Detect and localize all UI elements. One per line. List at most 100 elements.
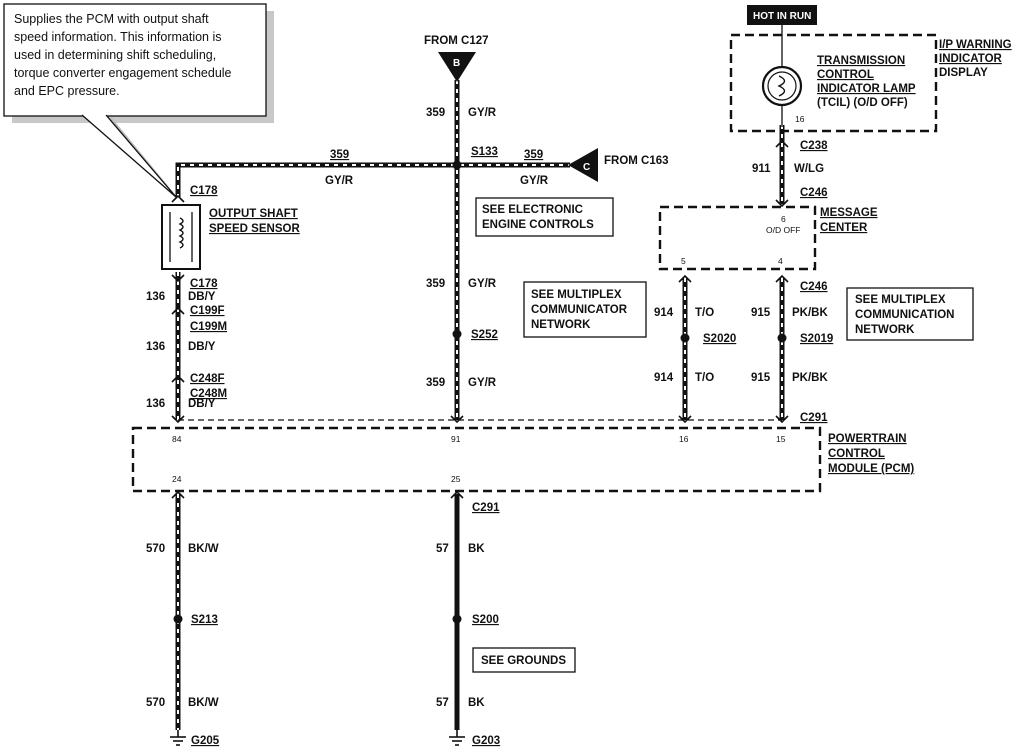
pcm-pin-25: 25 [451, 474, 461, 484]
lamp-label-1: TRANSMISSION [817, 55, 905, 67]
from-c163-marker: C [568, 148, 598, 182]
mc-pin-4: 4 [778, 256, 783, 266]
lamp-label-2: CONTROL [817, 69, 874, 81]
message-center-label-2: CENTER [820, 222, 868, 234]
callout-box: Supplies the PCM with output shaft speed… [3, 3, 274, 198]
label-c199f: C199F [190, 305, 225, 317]
wire-136-a: 136 [146, 291, 165, 303]
splice-s2019 [777, 333, 787, 343]
wire-359-horizontal [175, 162, 570, 198]
label-c248f: C248F [190, 373, 225, 385]
splice-s252 [452, 329, 462, 339]
pcm-pin-84: 84 [172, 434, 182, 444]
wire-570-a: 570 [146, 543, 165, 555]
wire-gyr-v-c: GY/R [468, 377, 497, 389]
wire-359-h-left: 359 [330, 149, 349, 161]
wire-914-b: 914 [654, 372, 674, 384]
wire-labels: 359 GY/R 359 GY/R 359 GY/R 359 GY/R 359 … [146, 107, 828, 709]
callout-line-4: torque converter engagement schedule [14, 66, 232, 80]
indicator-lamp-icon [761, 60, 803, 112]
label-s2020: S2020 [703, 333, 736, 345]
wire-359-h-right: 359 [524, 149, 543, 161]
note-multiplex-left: SEE MULTIPLEX COMMUNICATOR NETWORK [523, 281, 647, 338]
splice-s200 [452, 614, 462, 624]
wire-gyr-v-a: GY/R [468, 107, 497, 119]
wire-136-c: 136 [146, 398, 165, 410]
wire-136-b: 136 [146, 341, 165, 353]
label-c246-top: C246 [800, 187, 828, 199]
wire-570-b: 570 [146, 697, 165, 709]
connector-labels: C178 C178 C199F C199M C248F C248M S133 S… [190, 140, 833, 747]
callout-line-3: used in determining shift scheduling, [14, 48, 216, 62]
lamp-pin-16: 16 [795, 114, 805, 124]
mc-pin-text: O/D OFF [766, 225, 800, 235]
sensor-label-2: SPEED SENSOR [209, 223, 300, 235]
grounds [170, 730, 465, 746]
pcm-label-1: POWERTRAIN [828, 433, 907, 445]
wire-911-color: W/LG [794, 163, 824, 175]
splice-s213 [173, 614, 183, 624]
pcm-pin-24: 24 [172, 474, 182, 484]
pcm-box [131, 426, 822, 493]
pcm-label-3: MODULE (PCM) [828, 463, 914, 475]
wire-136-a-color: DB/Y [188, 291, 216, 303]
note-electronic-2: ENGINE CONTROLS [482, 219, 594, 231]
from-c127-label: FROM C127 [424, 35, 489, 47]
label-c199m: C199M [190, 321, 227, 333]
wire-136-b-color: DB/Y [188, 341, 216, 353]
message-center-label-1: MESSAGE [820, 207, 878, 219]
ip-warning-label-3: DISPLAY [939, 67, 988, 79]
note-electronic-engine-controls: SEE ELECTRONIC ENGINE CONTROLS [475, 197, 614, 237]
label-g203: G203 [472, 735, 500, 747]
wire-915-b: 915 [751, 372, 771, 384]
callout-line-5: and EPC pressure. [14, 84, 120, 98]
wire-136-c-color: DB/Y [188, 398, 216, 410]
wire-915-a-color: PK/BK [792, 307, 828, 319]
ground-g203-icon [449, 730, 465, 746]
note-grounds-text: SEE GROUNDS [481, 655, 566, 667]
note-multiplex-right-2: COMMUNICATION [855, 309, 954, 321]
from-c163-label: FROM C163 [604, 155, 669, 167]
hot-in-run-label: HOT IN RUN [753, 11, 811, 22]
label-c178-top: C178 [190, 185, 218, 197]
splice-s133 [452, 160, 462, 170]
wire-359-v-c: 359 [426, 377, 445, 389]
wire-gyr-h-right: GY/R [520, 175, 549, 187]
lamp-label-3: INDICATOR LAMP [817, 83, 916, 95]
wire-911: 911 [752, 163, 771, 175]
note-multiplex-left-1: SEE MULTIPLEX [531, 289, 622, 301]
label-g205: G205 [191, 735, 220, 747]
connector-ticks [171, 139, 789, 499]
wire-914-a-color: T/O [695, 307, 714, 319]
ground-g205-icon [170, 730, 186, 746]
label-c291-bottom: C291 [472, 502, 500, 514]
note-grounds: SEE GROUNDS [472, 647, 576, 673]
note-multiplex-right: SEE MULTIPLEX COMMUNICATION NETWORK [846, 287, 974, 341]
wire-914-a: 914 [654, 307, 674, 319]
label-c238: C238 [800, 140, 828, 152]
callout-line-2: speed information. This information is [14, 30, 222, 44]
pcm-pin-16: 16 [679, 434, 689, 444]
note-electronic-1: SEE ELECTRONIC [482, 204, 583, 216]
label-s133: S133 [471, 146, 498, 158]
label-s213: S213 [191, 614, 218, 626]
note-multiplex-right-3: NETWORK [855, 324, 915, 336]
splice-s2020 [680, 333, 690, 343]
pcm-label-2: CONTROL [828, 448, 885, 460]
wire-359-v-b: 359 [426, 278, 445, 290]
wire-359-v-a: 359 [426, 107, 445, 119]
lamp-label-4: (TCIL) (O/D OFF) [817, 97, 908, 109]
wire-gyr-h-left: GY/R [325, 175, 354, 187]
label-c248m: C248M [190, 388, 227, 400]
wire-57-a-color: BK [468, 543, 485, 555]
note-multiplex-right-1: SEE MULTIPLEX [855, 294, 946, 306]
ip-warning-box [729, 33, 938, 133]
wire-57-b: 57 [436, 697, 449, 709]
hot-in-run-badge [747, 5, 817, 25]
wire-gyr-v-b: GY/R [468, 278, 497, 290]
wire-570-a-color: BK/W [188, 543, 219, 555]
label-c291-right: C291 [800, 412, 828, 424]
pcm-pin-91: 91 [451, 434, 461, 444]
mc-pin-5: 5 [681, 256, 686, 266]
